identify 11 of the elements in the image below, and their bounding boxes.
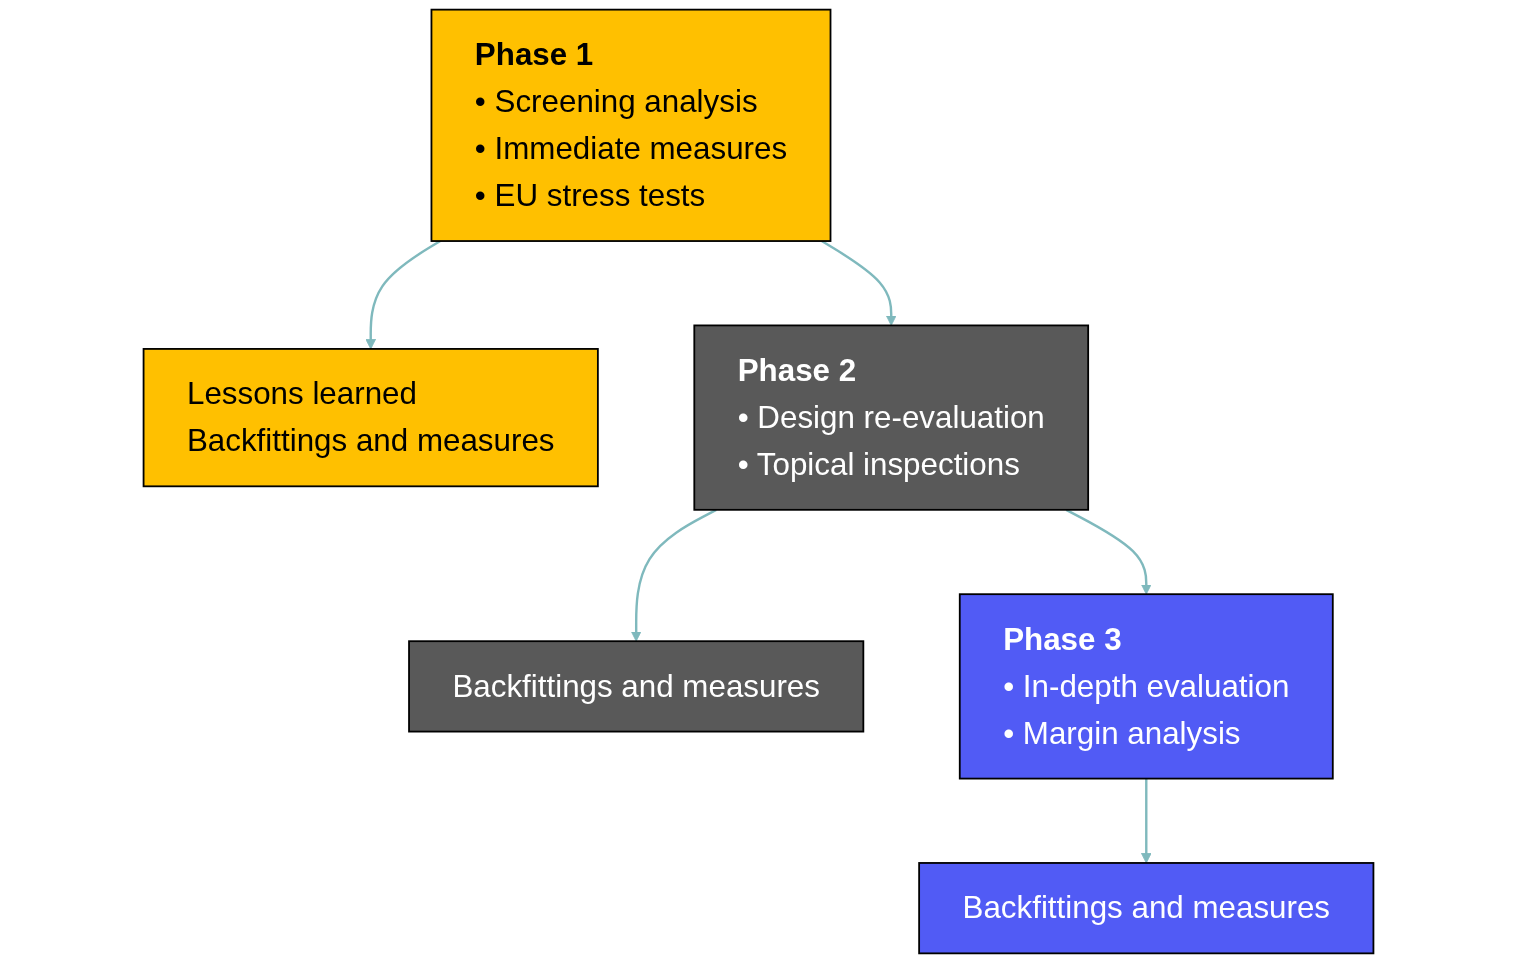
node-box: Backfittings and measures (918, 862, 1375, 955)
node-box: Lessons learned Backfittings and measures (142, 348, 599, 488)
node-box: Phase 3 • In-depth evaluation • Margin analysis (958, 593, 1334, 780)
node-box: Phase 1 • Screening analysis • Immediate measures • EU stress tests (430, 8, 832, 242)
node-box: Phase 2 • Design re-evaluation • Topical inspections (693, 324, 1090, 511)
arrow (365, 240, 441, 350)
node-box: Backfittings and measures (408, 640, 865, 733)
arrow (821, 240, 897, 326)
arrow (1065, 508, 1152, 595)
arrow (1140, 778, 1152, 864)
arrow (630, 508, 717, 642)
